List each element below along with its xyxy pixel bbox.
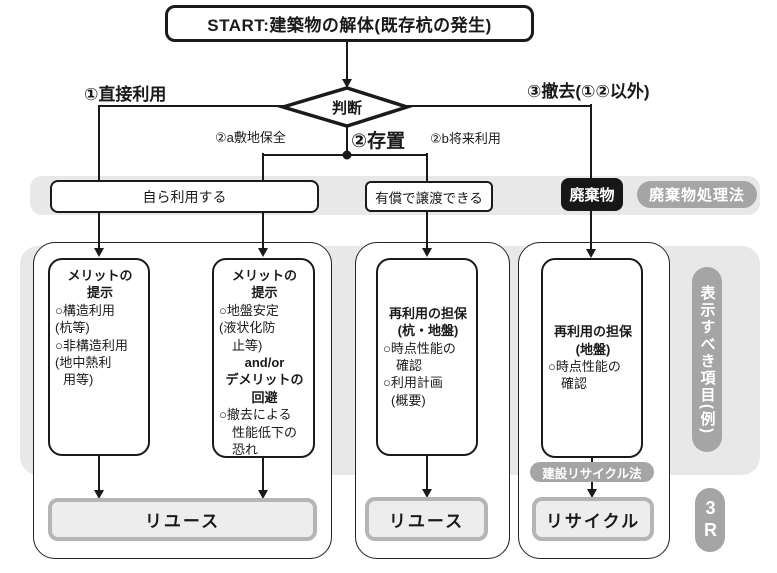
box-line: 提示: [251, 285, 278, 301]
reuse-result-direct: リユース: [48, 498, 317, 541]
box-line: 性能低下の: [232, 424, 298, 440]
box-line: ○時点性能の: [548, 359, 621, 374]
box-line: ○非構造利用: [55, 337, 128, 353]
self-use-node: 自ら利用する: [50, 180, 319, 213]
box-line: 止等): [232, 337, 263, 353]
box-line: (地盤): [575, 341, 611, 357]
box-line: (概要): [391, 392, 426, 408]
construction-recycle-law-badge: 建設リサイクル法: [530, 462, 654, 482]
box-line: 回避: [251, 389, 278, 405]
box-line: ○時点性能の: [383, 340, 456, 356]
box-line: デメリットの: [225, 372, 304, 388]
box-line: ○地盤安定: [219, 302, 279, 318]
waste-node: 廃棄物: [561, 178, 623, 211]
reuse-result-transfer: リユース: [365, 497, 488, 541]
box-line: ○撤去による: [219, 407, 292, 423]
junction-dot: [342, 150, 352, 160]
box-line: メリットの: [231, 268, 297, 283]
reuse-guarantee-box-ground: 再利用の担保 (地盤) ○時点性能の 確認: [541, 258, 643, 458]
branch-3-removal-label: ③撤去(①②以外): [527, 82, 650, 101]
box-line: 恐れ: [232, 442, 259, 458]
box-line: 再利用の担保: [388, 305, 467, 321]
box-line: (地中熱利: [55, 355, 112, 371]
box-line: メリットの: [67, 268, 133, 283]
reuse-guarantee-box-pile-ground: 再利用の担保 (杭・地盤) ○時点性能の 確認 ○利用計画 (概要): [376, 258, 478, 456]
branch-2b-future-label: ②b将来利用: [430, 131, 501, 146]
branch-2a-site-label: ②a敷地保全: [215, 130, 286, 145]
arrowheads: [94, 79, 597, 499]
paid-transfer-node: 有償で譲渡できる: [365, 181, 493, 212]
decision-diamond: [276, 86, 413, 128]
box-line: ○利用計画: [383, 375, 443, 391]
branch-2-sonchi-label: ②存置: [351, 131, 406, 152]
merit-box-structural: メリットの 提示 ○構造利用 (杭等) ○非構造利用 (地中熱利 用等): [48, 258, 150, 456]
box-line: 確認: [396, 358, 423, 373]
box-line: 提示: [86, 285, 113, 301]
branch-1-direct-use-label: ①直接利用: [84, 85, 167, 104]
waste-law-badge: 廃棄物処理法: [637, 181, 757, 208]
box-line: 確認: [561, 376, 588, 392]
box-line: (杭等): [55, 320, 90, 336]
box-line: 再利用の担保: [553, 324, 632, 340]
three-r-badge: 3R: [695, 488, 725, 552]
box-line: (液状化防: [219, 320, 276, 336]
decision-label: 判断: [331, 100, 362, 117]
display-items-vertical-badge: 表示すべき項目(例): [692, 267, 722, 452]
box-line: 用等): [63, 372, 94, 388]
start-node: START:建築物の解体(既存杭の発生): [165, 5, 534, 42]
box-line: (杭・地盤): [397, 323, 459, 339]
box-line: ○構造利用: [55, 302, 115, 318]
merit-demerit-box-ground: メリットの 提示 ○地盤安定 (液状化防 止等) and/or デメリットの 回…: [212, 258, 315, 458]
box-line: and/or: [244, 355, 285, 371]
recycle-result: リサイクル: [532, 497, 654, 541]
